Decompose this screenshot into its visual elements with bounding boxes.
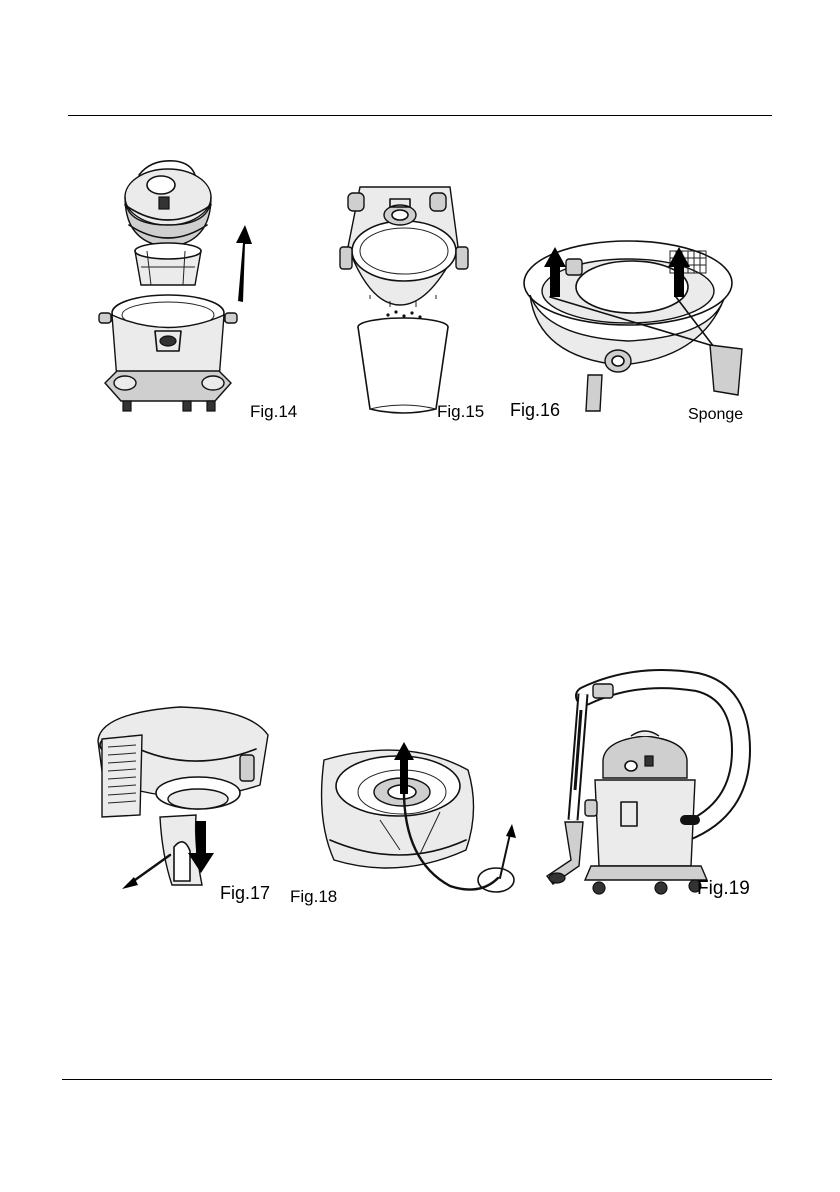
sponge-remove-illustration (510, 225, 770, 425)
filter-remove-illustration (90, 705, 300, 905)
figure-17-caption: Fig.17 (220, 885, 270, 902)
vacuum-assembled-illustration (545, 670, 770, 910)
figure-18: Fig.18 (290, 730, 540, 910)
figure-14: Fig.14 (95, 155, 310, 425)
vacuum-lid-lift-illustration (95, 155, 310, 425)
sponge-label: Sponge (688, 406, 743, 423)
figure-18-caption: Fig.18 (290, 888, 337, 905)
header-rule (68, 115, 772, 116)
figure-16-caption: Fig.16 (510, 402, 560, 419)
figure-16: Fig.16 Sponge (510, 225, 770, 425)
figure-19-caption: Fig.19 (697, 880, 750, 897)
footer-rule (62, 1079, 772, 1080)
empty-dust-illustration (330, 175, 520, 425)
figure-15: Fig.15 (330, 175, 520, 425)
float-valve-illustration (290, 730, 540, 910)
figure-17: Fig.17 (90, 705, 300, 905)
figure-15-caption: Fig.15 (437, 403, 484, 420)
figure-14-caption: Fig.14 (250, 403, 297, 420)
figure-19: Fig.19 (545, 670, 770, 910)
